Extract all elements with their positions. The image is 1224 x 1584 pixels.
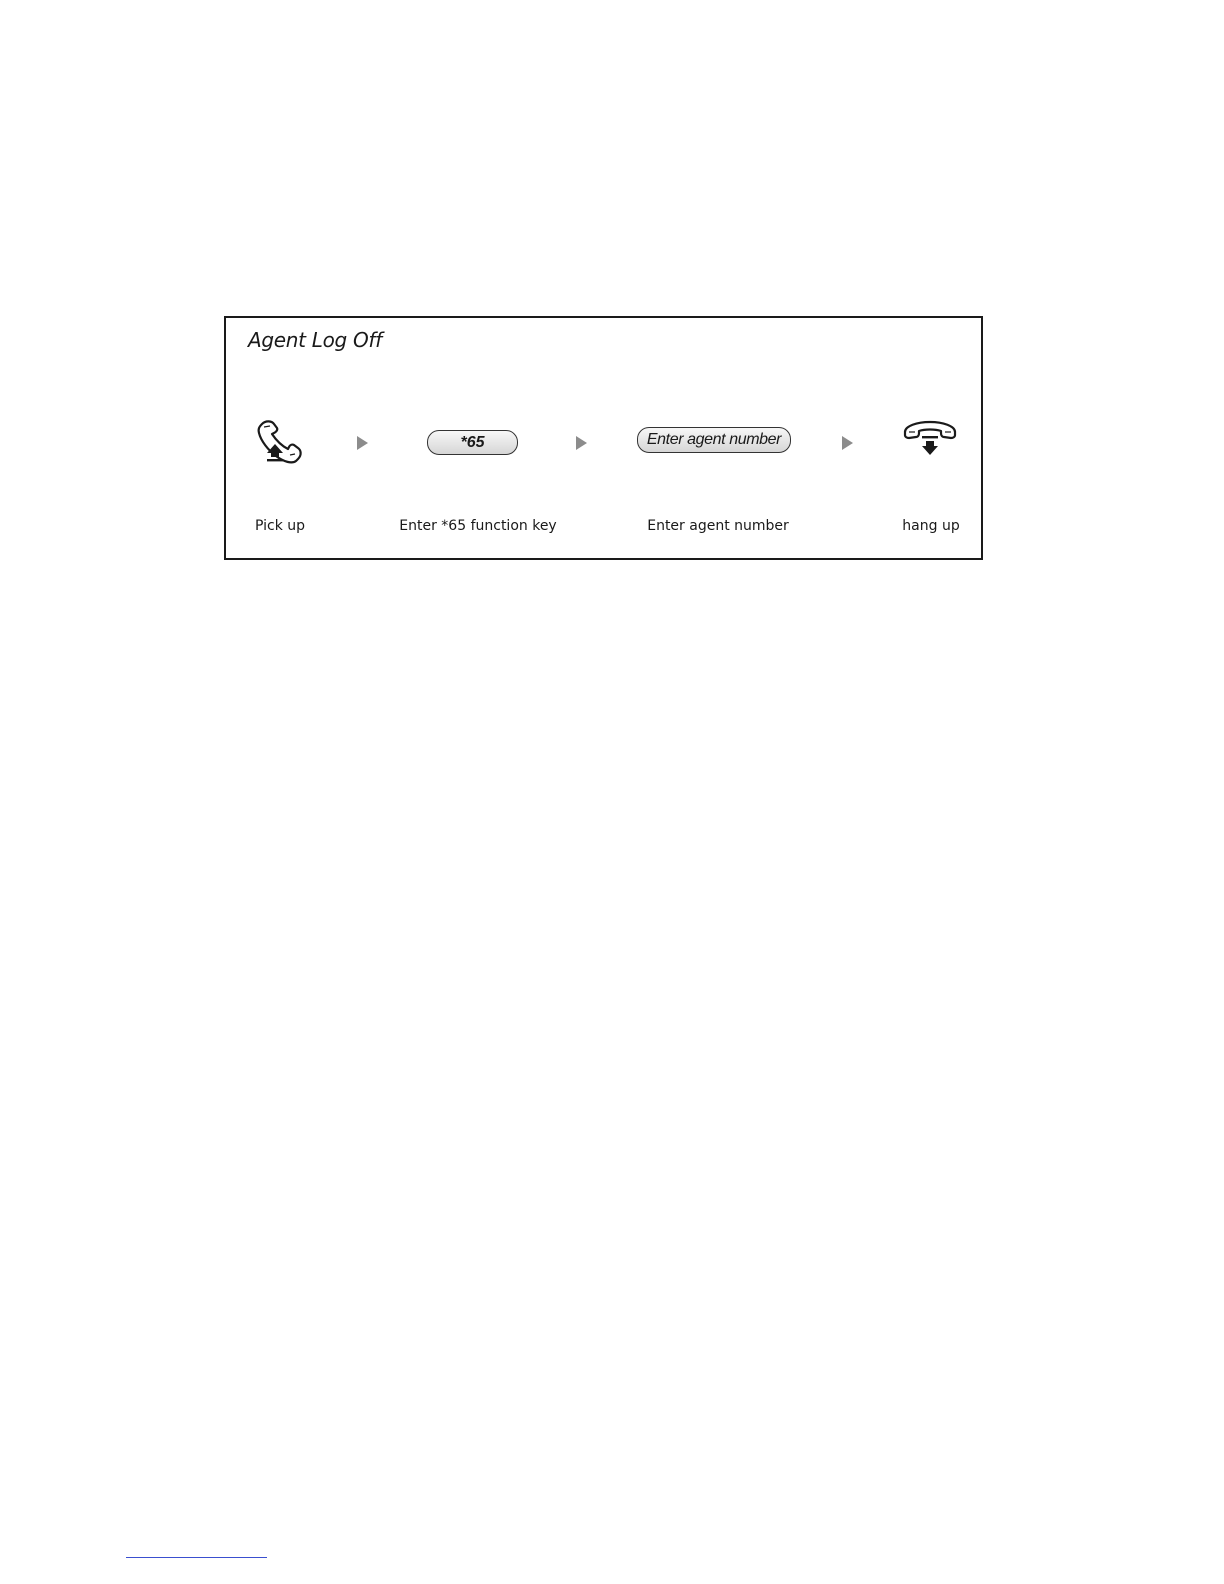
function-key-65: *65 [427, 430, 518, 455]
pick-up-handset-icon [252, 418, 308, 466]
step-arrow-icon [576, 436, 587, 450]
step-label-enter-agent-number: Enter agent number [647, 518, 789, 534]
agent-log-off-diagram: Agent Log Off *65 Enter agent number Pic… [224, 316, 983, 560]
diagram-title: Agent Log Off [248, 328, 382, 352]
step-arrow-icon [842, 436, 853, 450]
step-arrow-icon [357, 436, 368, 450]
step-label-pick-up: Pick up [255, 518, 305, 534]
step-label-hang-up: hang up [902, 518, 959, 534]
agent-number-key: Enter agent number [637, 427, 791, 453]
footnote-rule [126, 1557, 267, 1558]
step-label-enter-function-key: Enter *65 function key [399, 518, 556, 534]
hang-up-handset-icon [901, 418, 959, 460]
